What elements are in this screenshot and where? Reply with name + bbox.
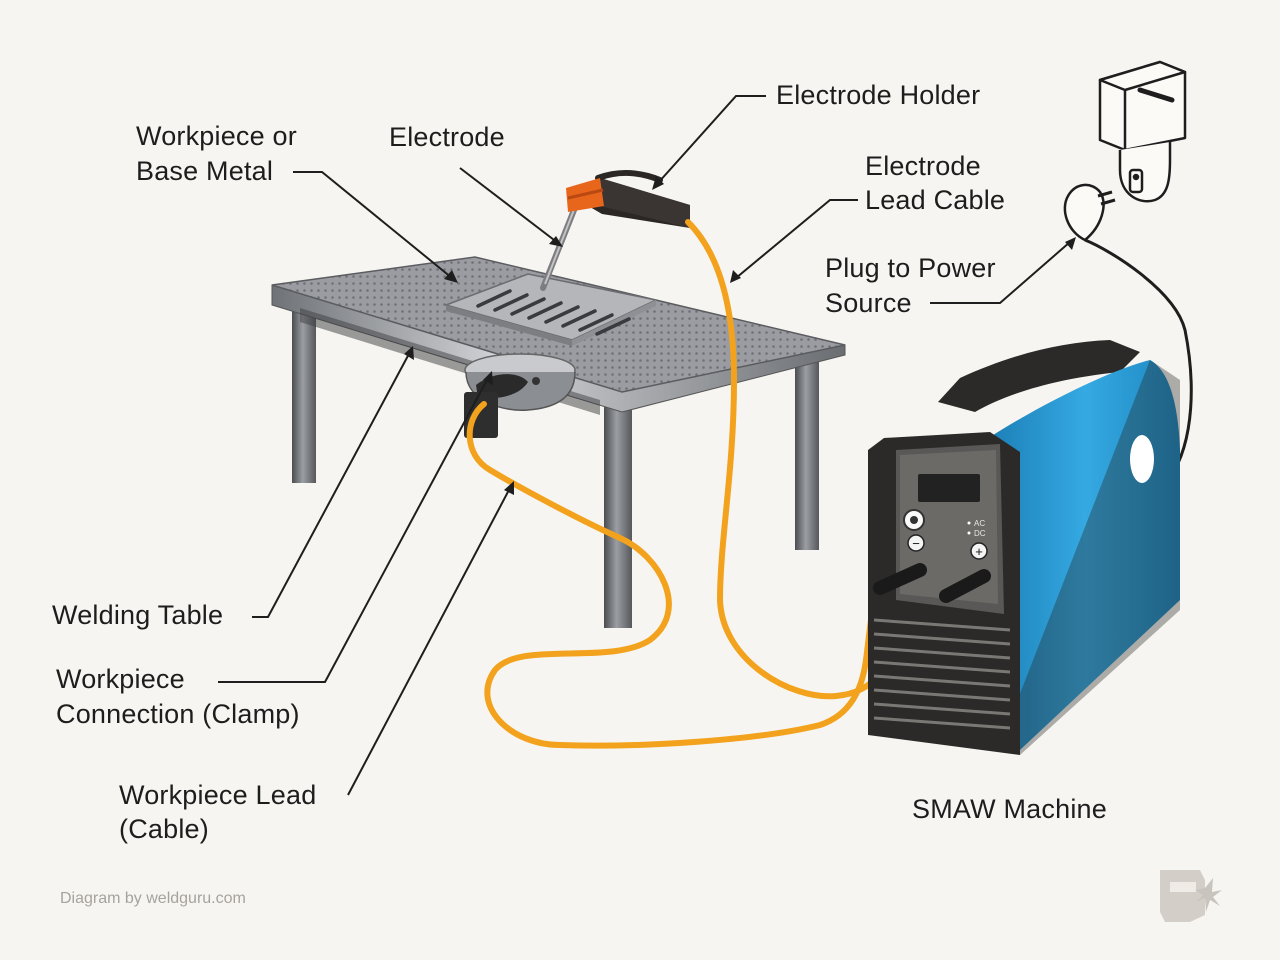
label-plug-line1: Plug to Power [825, 253, 996, 283]
table-leg [795, 360, 819, 550]
workpiece-clamp [464, 353, 576, 438]
leader-lines [218, 95, 1071, 796]
machine-vents [873, 618, 1011, 730]
label-workpiece-connection-line2: Connection (Clamp) [56, 699, 300, 729]
power-cord [1084, 238, 1193, 479]
electrode-holder [566, 169, 690, 228]
leader-electrode-lead [735, 199, 858, 279]
dc-label: DC [974, 529, 986, 538]
output-socket-negative [873, 563, 927, 595]
negative-terminal-icon: − [907, 534, 925, 552]
label-electrode-holder: Electrode Holder [776, 80, 981, 110]
credit-text: Diagram by weldguru.com [60, 890, 246, 907]
leader-plug [930, 241, 1071, 304]
smaw-machine: − + AC DC [868, 340, 1180, 755]
leader-workpiece-lead [347, 487, 511, 796]
label-plug-line2: Source [825, 288, 912, 318]
positive-terminal-icon: + [970, 542, 988, 560]
leader-arrowheads [404, 176, 1076, 495]
table-leg [604, 400, 632, 628]
label-workpiece-connection-line1: Workpiece [56, 664, 185, 694]
machine-badge [1130, 435, 1154, 483]
workpiece-plate [443, 273, 659, 346]
leader-welding-table [252, 351, 411, 618]
output-socket-positive [939, 569, 991, 603]
table-leg [292, 308, 316, 483]
label-workpiece-lead-line2: (Cable) [119, 814, 209, 844]
label-electrode: Electrode [389, 122, 505, 152]
label-smaw-machine: SMAW Machine [912, 794, 1107, 824]
welding-table [271, 256, 846, 628]
label-workpiece-line1: Workpiece or [136, 121, 297, 151]
leader-workpiece-connection [218, 377, 489, 683]
svg-text:+: + [975, 544, 983, 559]
label-electrode-lead-line2: Lead Cable [865, 185, 1006, 215]
wall-outlet-icon [1098, 60, 1187, 203]
leader-electrode-holder [657, 95, 766, 184]
ac-label: AC [974, 519, 985, 528]
workpiece-lead-cable [466, 401, 883, 749]
machine-display [918, 474, 980, 502]
label-workpiece-line2: Base Metal [136, 156, 274, 186]
power-plug-icon [1063, 183, 1116, 242]
welder-helmet-logo-icon [1160, 870, 1222, 922]
svg-text:−: − [912, 536, 920, 551]
label-welding-table: Welding Table [52, 600, 224, 630]
leader-workpiece [293, 171, 453, 279]
label-workpiece-lead-line1: Workpiece Lead [119, 780, 317, 810]
label-electrode-lead-line1: Electrode [865, 151, 981, 181]
leader-electrode [459, 167, 559, 244]
